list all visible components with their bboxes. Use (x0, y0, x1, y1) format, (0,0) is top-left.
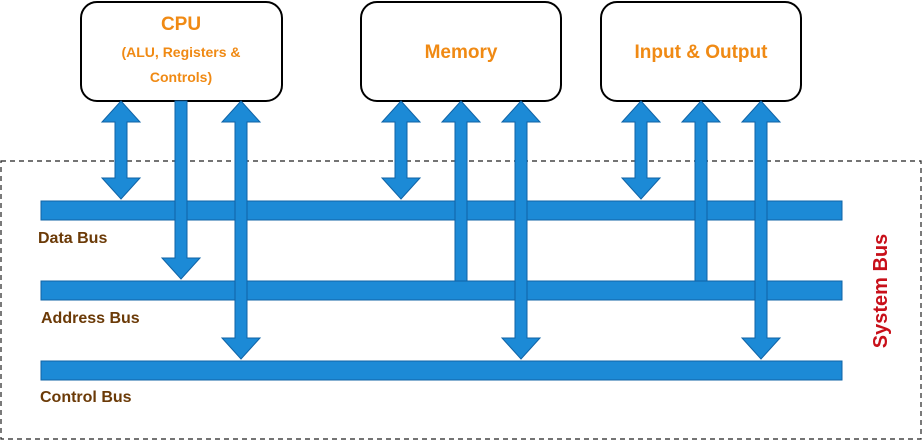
io-control-bus-arrow (740, 100, 782, 360)
memory-control-bus-arrow (500, 100, 542, 360)
io-data-bus-arrow (620, 100, 662, 200)
memory-data-bus-arrow (380, 100, 422, 200)
data-bus-label: Data Bus (38, 230, 107, 247)
io-title: Input & Output (635, 42, 769, 63)
address-bus-label: Address Bus (41, 310, 140, 327)
address-bus-bar (40, 280, 843, 301)
cpu-control-bus-arrow (220, 100, 262, 360)
io-address-bus-arrow (680, 100, 722, 282)
memory-title: Memory (425, 42, 498, 63)
data-bus-bar (40, 200, 843, 221)
control-bus-bar (40, 360, 843, 381)
cpu-title: CPU (161, 14, 201, 35)
cpu-data-bus-arrow (100, 100, 142, 200)
cpu-subtitle-line2: Controls) (150, 69, 212, 85)
cpu-subtitle-line1: (ALU, Registers & (121, 44, 240, 60)
system-bus-label: System Bus (870, 234, 892, 349)
cpu-address-bus-arrow (160, 100, 202, 280)
memory-address-bus-arrow (440, 100, 482, 282)
control-bus-label: Control Bus (40, 389, 132, 406)
